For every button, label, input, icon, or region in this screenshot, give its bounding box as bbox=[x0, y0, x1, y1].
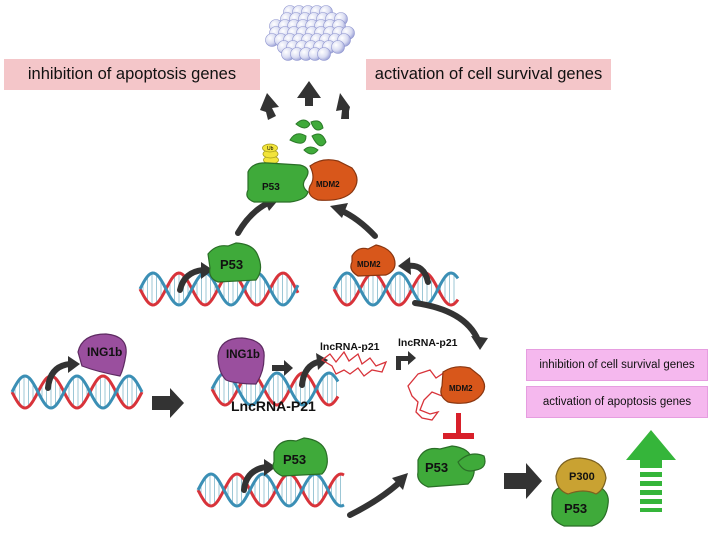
arrow-up-right bbox=[336, 93, 350, 119]
ing1b-shape-mid bbox=[217, 337, 265, 385]
arrowhead-to-p53-center bbox=[392, 473, 408, 490]
ing1b-label-left: ING1b bbox=[87, 345, 122, 359]
p53-label-top: P53 bbox=[220, 257, 243, 272]
arrowhead-mdm2-to-lnc bbox=[471, 336, 488, 350]
curved-arrow-to-p53-center bbox=[347, 479, 403, 518]
lncrna-transcript-label-mid: lncRNA-p21 bbox=[320, 341, 380, 353]
curved-arrow-mdm2-to-lnc bbox=[412, 300, 481, 343]
inhibition-apoptosis-label: inhibition of apoptosis genes bbox=[27, 65, 237, 83]
mdm2-label-complex: MDM2 bbox=[316, 180, 340, 189]
p53-shape-top bbox=[207, 242, 262, 283]
ac-modification bbox=[457, 453, 486, 472]
p53-label-bottom: P53 bbox=[283, 452, 306, 467]
p300-shape bbox=[555, 457, 607, 495]
p53-label-right: P53 bbox=[564, 501, 587, 516]
curved-arrow-p53-gene-bottom bbox=[241, 464, 269, 493]
arrow-ing1b-to-lnc bbox=[152, 388, 184, 418]
activation-apoptosis-genes-box: activation of apoptosis genes bbox=[526, 386, 708, 418]
ub-label: Ub bbox=[267, 146, 274, 152]
activation-survival-label: activation of cell survival genes bbox=[374, 65, 603, 83]
proteasome-cluster bbox=[265, 5, 355, 61]
dna-helix-ing1b bbox=[10, 374, 144, 410]
dna-helix-p53-bottom bbox=[196, 472, 345, 508]
lncrna-squiggle-mid bbox=[320, 350, 388, 377]
dna-helix-mdm2 bbox=[332, 271, 460, 307]
mdm2-shape-top bbox=[350, 244, 396, 277]
arrow-to-p300-complex bbox=[504, 463, 542, 499]
arrowhead-mdm2-to-complex bbox=[330, 203, 348, 218]
curved-arrow-lnc-gene bbox=[299, 359, 321, 388]
curved-arrow-mdm2-to-complex bbox=[337, 207, 378, 239]
arrowhead-p53-gene-top bbox=[201, 262, 213, 279]
arrow-up-left bbox=[260, 93, 279, 120]
arrow-up-center bbox=[297, 81, 321, 106]
curved-arrow-mdm2-gene bbox=[405, 262, 431, 285]
inhibition-survival-genes-box: inhibition of cell survival genes bbox=[526, 349, 708, 381]
inhibition-bar bbox=[443, 413, 474, 439]
arrow-ing1b-to-lncrna bbox=[272, 360, 293, 376]
mdm2-label-bound: MDM2 bbox=[449, 384, 473, 393]
arrowhead-p53-gene-bottom bbox=[264, 459, 276, 476]
inhibition-apoptosis-genes-box: inhibition of apoptosis genes bbox=[4, 59, 260, 90]
mdm2-shape-bound bbox=[440, 366, 486, 404]
dna-helix-p53-top bbox=[138, 271, 300, 307]
arrowhead-lnc-gene bbox=[316, 353, 328, 370]
p53-label-center: P53 bbox=[425, 460, 448, 475]
p53-fragments bbox=[289, 119, 327, 155]
upregulation-arrow bbox=[626, 430, 676, 512]
p53-label-complex: P53 bbox=[262, 182, 280, 193]
ing1b-label-mid: ING1b bbox=[226, 349, 260, 361]
activation-apoptosis-label: activation of apoptosis genes bbox=[542, 396, 692, 408]
ing1b-shape-left bbox=[77, 333, 127, 377]
p53-shape-complex bbox=[246, 162, 309, 203]
lncrna-transcript-label-right: lncRNA-p21 bbox=[398, 337, 458, 349]
p300-label: P300 bbox=[569, 471, 595, 483]
curved-arrow-ing1b-gene bbox=[45, 361, 73, 391]
mdm2-shape-complex bbox=[308, 159, 358, 201]
arrow-lncrna-to-mdm2 bbox=[396, 351, 416, 370]
arrowhead-mdm2-gene bbox=[398, 257, 411, 275]
p53-shape-bottom bbox=[272, 437, 328, 477]
arrowhead-ing1b-gene bbox=[68, 356, 80, 373]
inhibition-survival-label: inhibition of cell survival genes bbox=[539, 359, 695, 371]
curved-arrow-p53-gene-top bbox=[177, 267, 206, 293]
lncrna-gene-label: LncRNA-P21 bbox=[231, 398, 316, 414]
mdm2-label-top: MDM2 bbox=[357, 260, 381, 269]
curved-arrow-p53-to-complex bbox=[235, 200, 271, 236]
activation-survival-genes-box: activation of cell survival genes bbox=[366, 59, 611, 90]
